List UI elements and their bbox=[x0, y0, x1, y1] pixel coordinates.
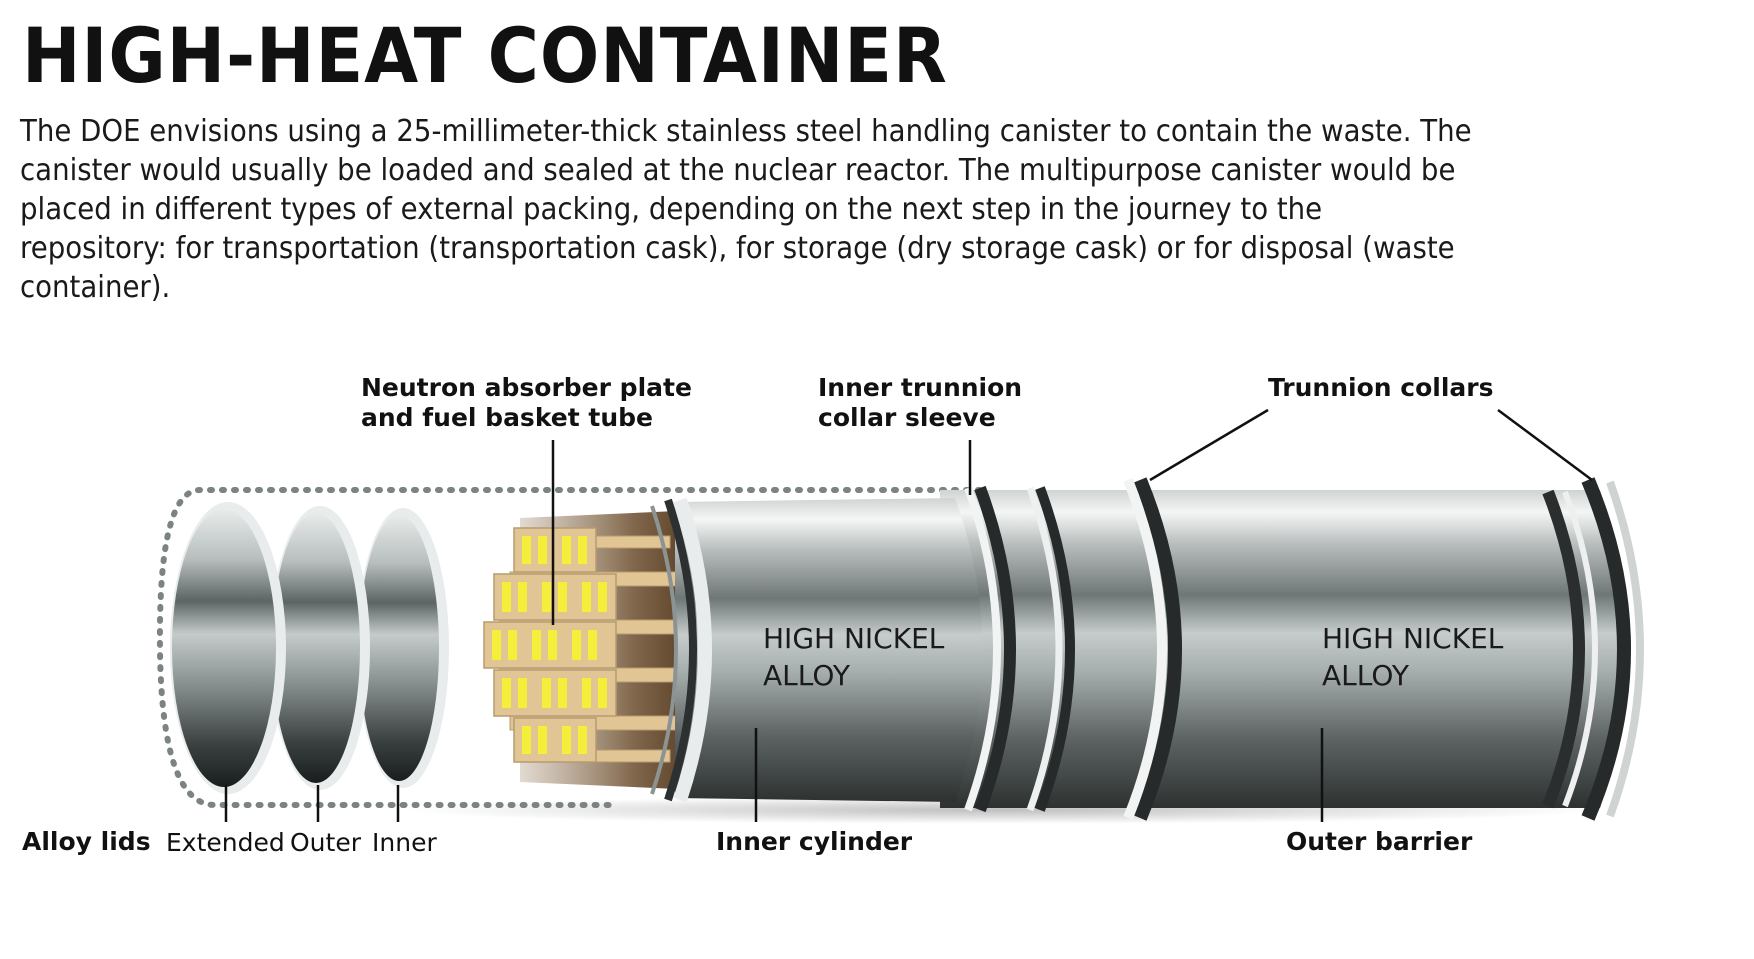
label-inner-trunnion-line2: collar sleeve bbox=[818, 403, 996, 432]
page-title: HIGH-HEAT CONTAINER bbox=[22, 11, 948, 100]
callout-trunnion-collar-line-left bbox=[1149, 408, 1269, 482]
fuel-basket-icon bbox=[483, 510, 710, 790]
lid-extended-icon bbox=[170, 502, 286, 794]
canister-outline-dotted bbox=[156, 487, 983, 808]
lid-outer-icon bbox=[270, 506, 370, 790]
outer-material-line1: HIGH NICKEL bbox=[1322, 622, 1504, 655]
outer-barrier-cylinder bbox=[940, 477, 1644, 821]
label-neutron-line2: and fuel basket tube bbox=[361, 403, 653, 432]
callout-trunnion-collar-line-right bbox=[1497, 408, 1593, 482]
label-lid-outer: Outer bbox=[290, 828, 362, 857]
inner-material-line2: ALLOY bbox=[763, 659, 851, 692]
lid-inner-icon bbox=[357, 508, 449, 788]
label-lid-extended: Extended bbox=[166, 828, 285, 857]
description-paragraph: The DOE envisions using a 25-millimeter-… bbox=[20, 114, 1472, 305]
label-outer-barrier: Outer barrier bbox=[1286, 827, 1473, 856]
label-neutron-line1: Neutron absorber plate bbox=[361, 373, 692, 402]
outer-material-line2: ALLOY bbox=[1322, 659, 1410, 692]
label-inner-trunnion-line1: Inner trunnion bbox=[818, 373, 1022, 402]
label-lid-inner: Inner bbox=[372, 828, 437, 857]
label-trunnion-collars: Trunnion collars bbox=[1268, 373, 1494, 402]
inner-cylinder bbox=[650, 497, 983, 803]
label-inner-cylinder: Inner cylinder bbox=[716, 827, 913, 856]
label-alloy-lids: Alloy lids bbox=[22, 827, 151, 856]
inner-material-line1: HIGH NICKEL bbox=[763, 622, 945, 655]
